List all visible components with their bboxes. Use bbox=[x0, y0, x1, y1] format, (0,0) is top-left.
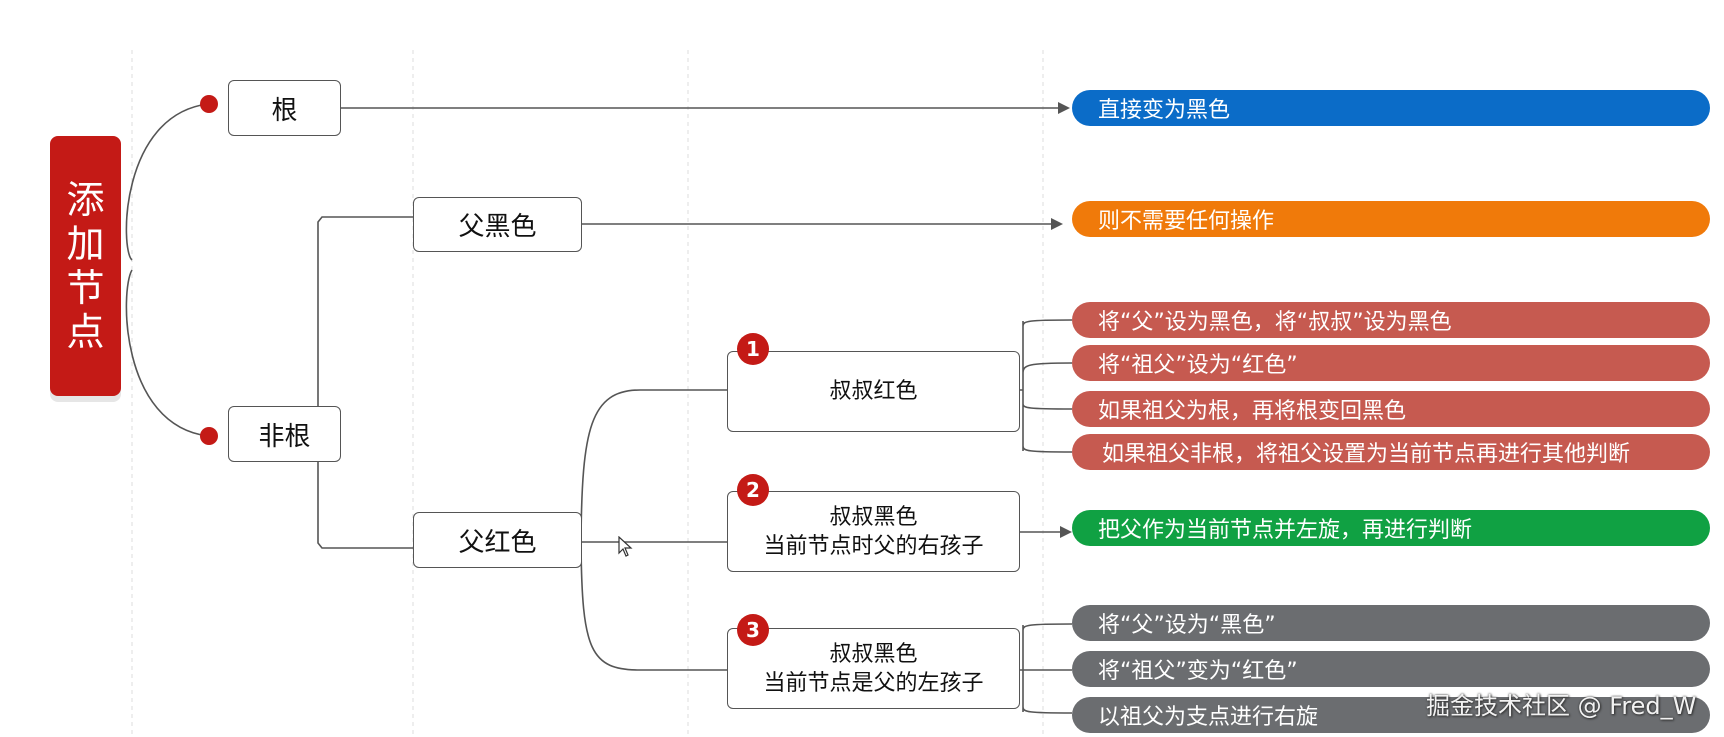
root-node-label: 添加节点 bbox=[66, 178, 105, 354]
action-parent-black-text: 则不需要任何操作 bbox=[1098, 209, 1275, 234]
bullet-root bbox=[200, 95, 218, 113]
node-case-1: 叔叔红色 bbox=[727, 351, 1020, 432]
action-case1-text: 将“祖父”设为“红色” bbox=[1098, 353, 1298, 378]
action-case3-text: 以祖父为支点进行右旋 bbox=[1098, 705, 1319, 730]
case3-fan bbox=[1019, 623, 1073, 714]
action-case1-text: 如果祖父为根，再将根变回黑色 bbox=[1098, 399, 1407, 424]
action-case3-text: 将“祖父”变为“红色” bbox=[1098, 659, 1298, 684]
action-case1-item: 如果祖父为根，再将根变回黑色 bbox=[1072, 391, 1710, 427]
node-parent-black-label: 父黑色 bbox=[458, 212, 537, 242]
action-case3-item: 以祖父为支点进行右旋 bbox=[1072, 697, 1710, 733]
node-root-branch: 根 bbox=[228, 80, 341, 136]
action-case1-text: 将“父”设为黑色，将“叔叔”设为黑色 bbox=[1098, 310, 1452, 335]
action-case1-text: 如果祖父非根，将祖父设置为当前节点再进行其他判断 bbox=[1102, 442, 1631, 467]
case-2-number: 2 bbox=[746, 478, 760, 502]
case-2-line2: 当前节点时父的右孩子 bbox=[763, 533, 984, 559]
node-parent-red: 父红色 bbox=[413, 512, 582, 568]
case-3-number: 3 bbox=[746, 618, 760, 642]
bullet-nonroot bbox=[200, 427, 218, 445]
action-case3-text: 将“父”设为“黑色” bbox=[1098, 613, 1276, 638]
node-nonroot-branch: 非根 bbox=[228, 406, 341, 462]
action-case2-text: 把父作为当前节点并左旋，再进行判断 bbox=[1098, 518, 1473, 543]
watermark: 掘金技术社区 @ Fred_W bbox=[1426, 692, 1697, 720]
nonroot-to-parents bbox=[317, 216, 413, 549]
action-case1-item: 将“祖父”设为“红色” bbox=[1072, 345, 1710, 381]
root-to-nonroot-branch bbox=[125, 269, 209, 437]
action-case1-item: 将“父”设为黑色，将“叔叔”设为黑色 bbox=[1072, 302, 1710, 338]
action-case2: 把父作为当前节点并左旋，再进行判断 bbox=[1072, 510, 1710, 546]
arrow-case2-head bbox=[1060, 526, 1072, 538]
case-3-line1: 叔叔黑色 bbox=[829, 641, 918, 667]
case-2-badge: 2 bbox=[737, 474, 769, 506]
action-case3-item: 将“父”设为“黑色” bbox=[1072, 605, 1710, 641]
case-3-badge: 3 bbox=[737, 614, 769, 646]
action-case1-item: 如果祖父非根，将祖父设置为当前节点再进行其他判断 bbox=[1072, 434, 1710, 470]
action-parent-black: 则不需要任何操作 bbox=[1072, 201, 1710, 237]
action-root-text: 直接变为黑色 bbox=[1098, 98, 1231, 123]
case-1-badge: 1 bbox=[737, 333, 769, 365]
case-2-line1: 叔叔黑色 bbox=[829, 504, 918, 530]
case-3-line2: 当前节点是父的左孩子 bbox=[763, 670, 984, 696]
mouse-cursor-icon bbox=[618, 536, 633, 557]
case-1-line1: 叔叔红色 bbox=[829, 379, 918, 404]
node-parent-black: 父黑色 bbox=[413, 197, 582, 252]
node-case-3: 叔叔黑色 当前节点是父的左孩子 bbox=[727, 628, 1020, 709]
action-case3-item: 将“祖父”变为“红色” bbox=[1072, 651, 1710, 687]
node-case-2: 叔叔黑色 当前节点时父的右孩子 bbox=[727, 491, 1020, 572]
root-node: 添加节点 bbox=[50, 136, 121, 396]
red-to-case1 bbox=[580, 389, 727, 541]
case-1-number: 1 bbox=[746, 337, 760, 361]
case1-fan bbox=[1019, 319, 1073, 453]
node-root-branch-label: 根 bbox=[271, 95, 298, 126]
red-to-case3 bbox=[580, 543, 727, 671]
arrow-parent-black-head bbox=[1051, 218, 1063, 230]
arrow-root-head bbox=[1058, 102, 1070, 114]
node-nonroot-branch-label: 非根 bbox=[258, 421, 311, 452]
node-parent-red-label: 父红色 bbox=[458, 527, 537, 558]
action-root: 直接变为黑色 bbox=[1072, 90, 1710, 126]
root-to-root-branch bbox=[125, 103, 209, 261]
